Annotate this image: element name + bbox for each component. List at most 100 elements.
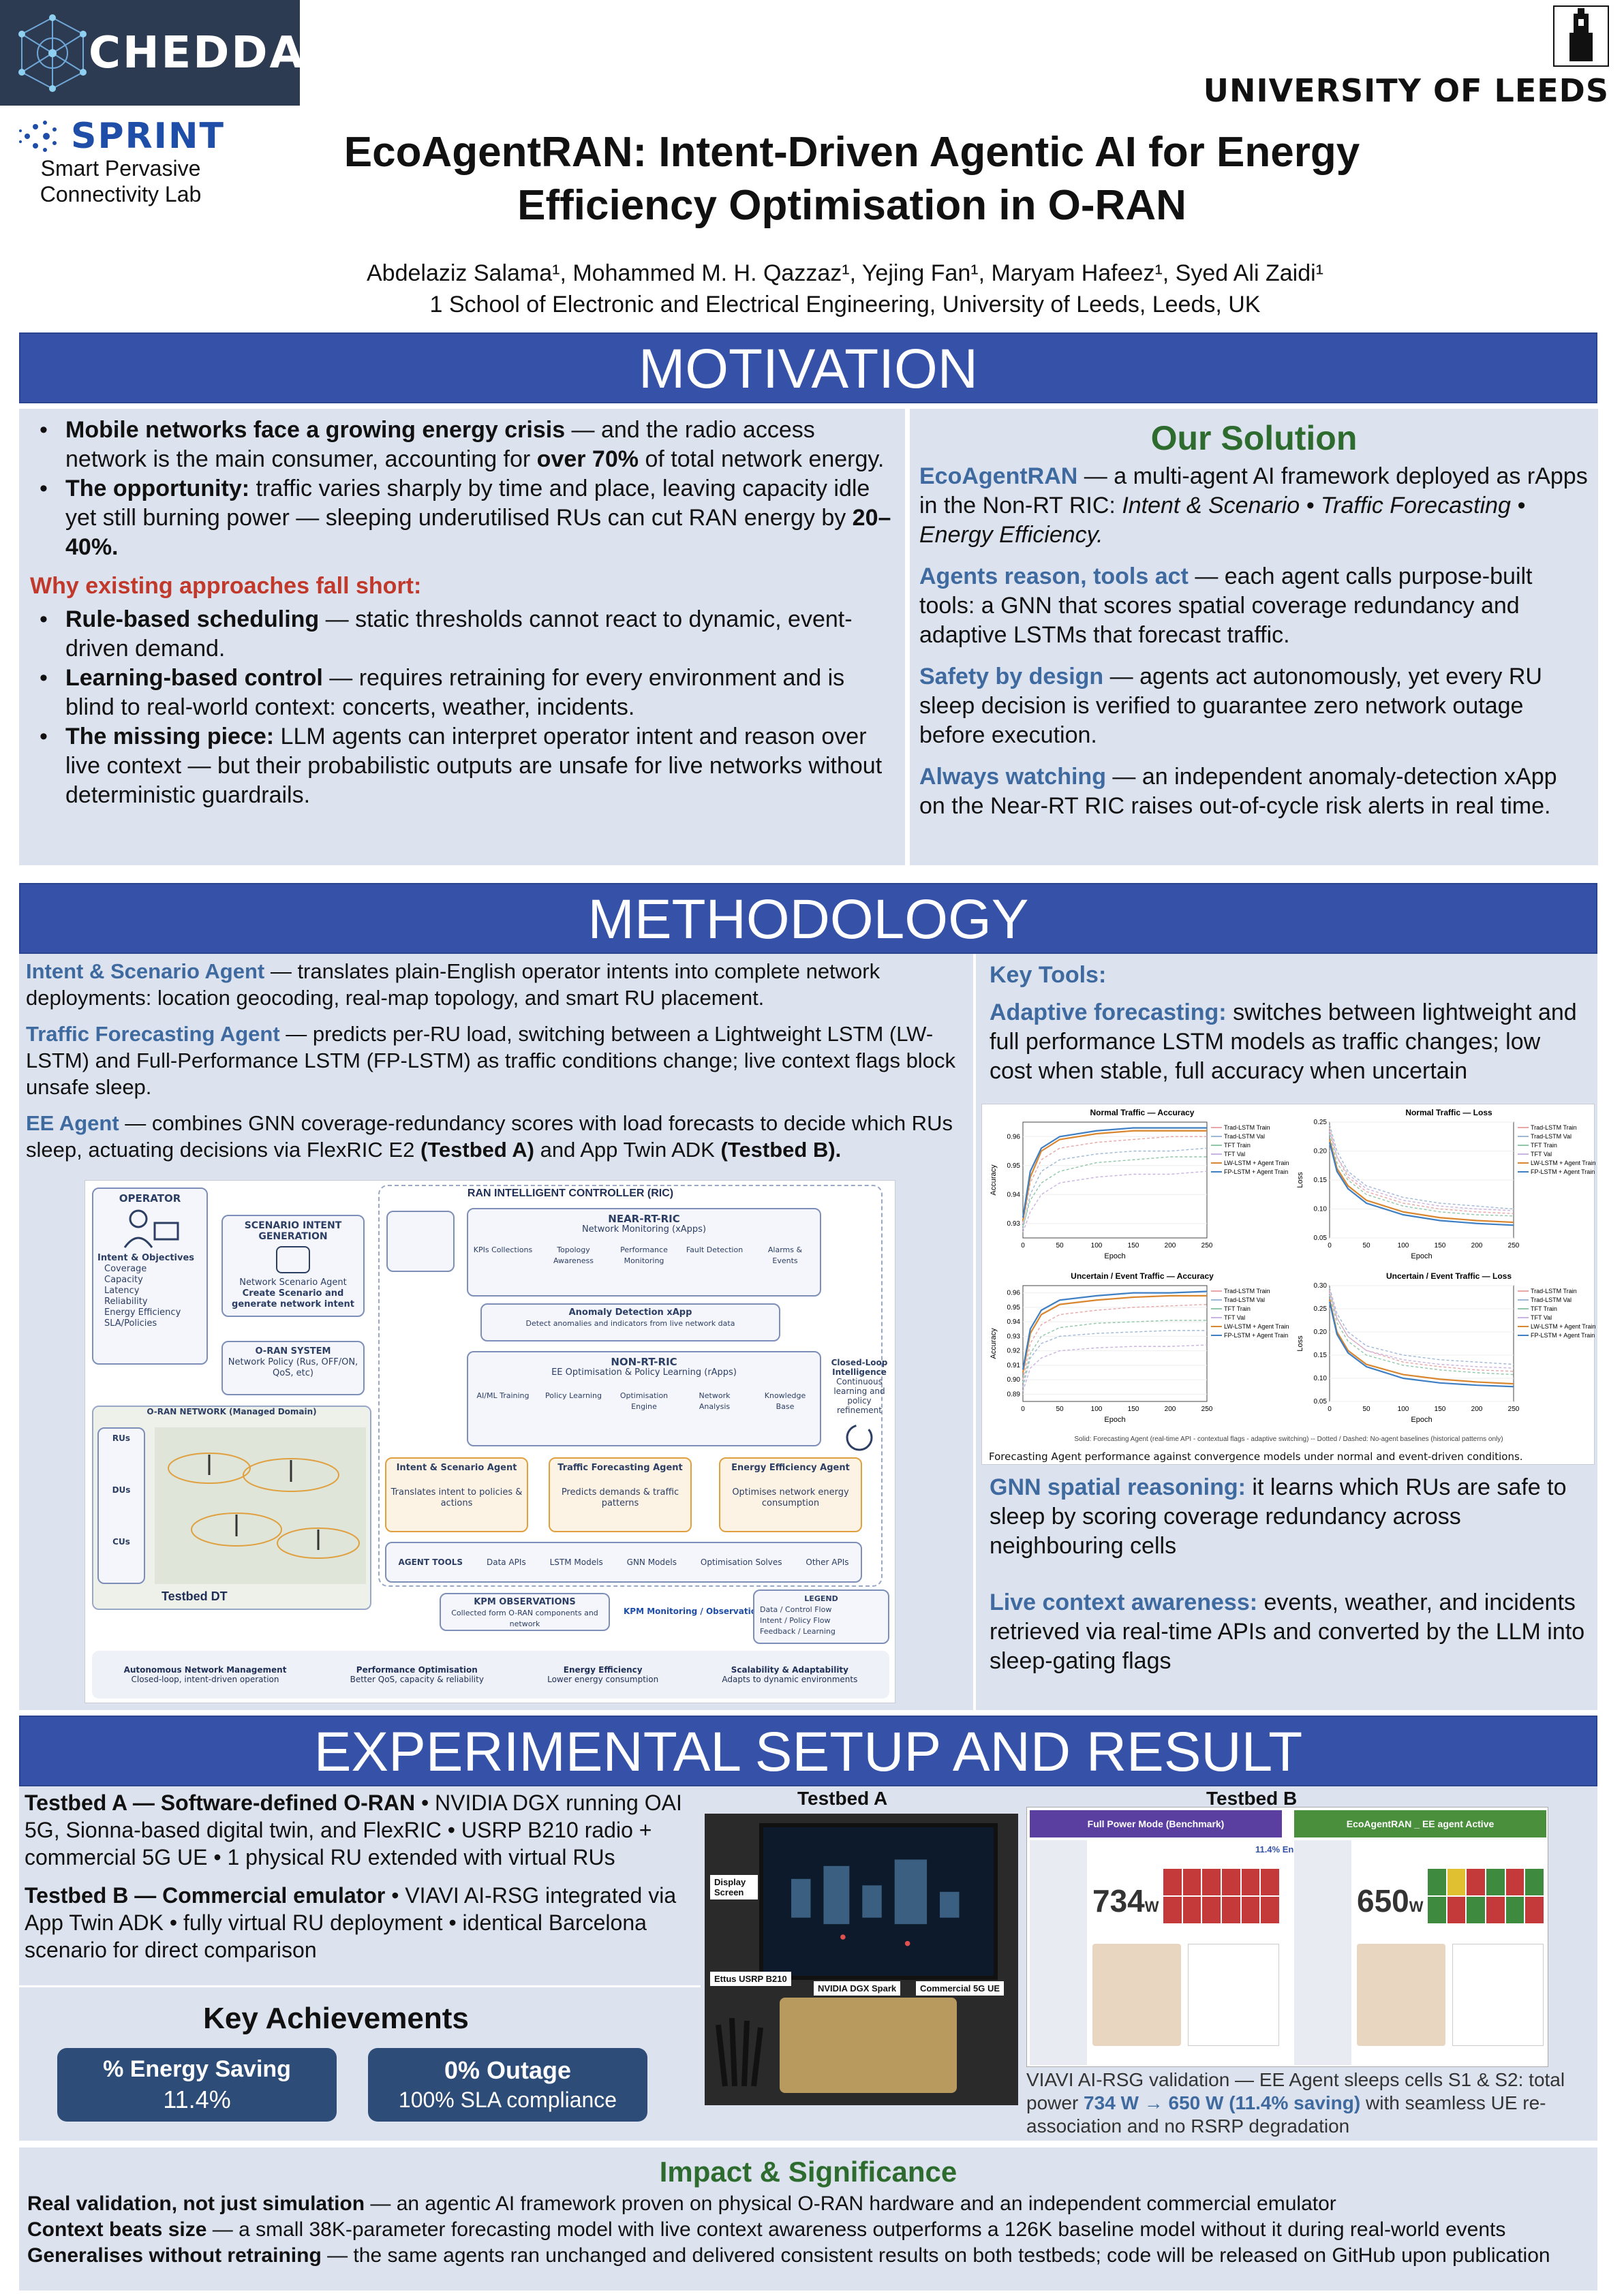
x-tick-label: 200 (1471, 1406, 1483, 1413)
legend-label: Trad-LSTM Val (1224, 1133, 1265, 1140)
x-tick-label: 100 (1091, 1242, 1103, 1250)
legend-label: LW-LSTM + Agent Train (1531, 1160, 1595, 1166)
testbed-b-desc: Testbed B — Commercial emulator • VIAVI … (25, 1883, 677, 1962)
series-line (1328, 1142, 1514, 1226)
viavi-graph-full (1188, 1944, 1279, 2046)
methodology-banner: METHODOLOGY (19, 883, 1597, 954)
x-tick-label: 0 (1328, 1242, 1332, 1250)
cheddar-logo: CHEDDAR (0, 0, 339, 106)
energy-saving-card: % Energy Saving 11.4% (57, 2048, 337, 2122)
series-line (1022, 1130, 1207, 1221)
viavi-sidebar-left (1030, 1840, 1087, 2065)
y-tick-label: 0.05 (1314, 1235, 1328, 1242)
our-solution-title: Our Solution (1150, 419, 1358, 457)
y-tick-label: 0.94 (1007, 1318, 1021, 1326)
legend-label: TFT Val (1224, 1151, 1245, 1158)
series-line (1329, 1292, 1514, 1369)
x-tick-label: 150 (1435, 1406, 1446, 1413)
viavi-cells-eco (1428, 1869, 1544, 1923)
anomaly-xapp-box: Anomaly Detection xApp Detect anomalies … (480, 1303, 780, 1341)
oran-network-box: O-RAN NETWORK (Managed Domain) RUs DUs C… (92, 1406, 371, 1610)
x-axis-label: Epoch (1104, 1416, 1125, 1424)
legend-label: TFT Train (1224, 1142, 1251, 1149)
y-axis-label: Accuracy (990, 1328, 998, 1359)
y-tick-label: 0.05 (1314, 1398, 1328, 1406)
series-line (1329, 1133, 1514, 1217)
impact-context: Context beats size — a small 38K-paramet… (27, 2218, 1506, 2241)
legend-label: LW-LSTM + Agent Train (1224, 1160, 1289, 1166)
y-tick-label: 0.92 (1007, 1348, 1021, 1355)
x-tick-label: 100 (1398, 1406, 1409, 1413)
sprint-logo: SPRINT Smart Pervasive Connectivity Lab (15, 117, 224, 207)
series-line (1022, 1294, 1207, 1373)
series-line (1329, 1125, 1514, 1210)
method-intent-agent: Intent & Scenario Agent — translates pla… (26, 959, 880, 1010)
viavi-650: 650W (1357, 1883, 1424, 1919)
near-rt-ric-box: NEAR-RT-RIC Network Monitoring (xApps) K… (467, 1208, 821, 1297)
x-axis-label: Epoch (1411, 1252, 1432, 1260)
map-with-towers (155, 1427, 366, 1584)
digital-twin-render (791, 1859, 960, 1946)
label-5g-ue: Commercial 5G UE (916, 1981, 1005, 1996)
series-line (1022, 1330, 1207, 1387)
chart-title: Uncertain / Event Traffic — Accuracy (1071, 1271, 1214, 1281)
viavi-eco-header: EcoAgentRAN _ EE agent Active (1294, 1810, 1546, 1837)
key-tools-title: Key Tools: (990, 962, 1107, 988)
series-line (1328, 1139, 1514, 1224)
series-line (1022, 1147, 1208, 1230)
x-tick-label: 150 (1128, 1406, 1139, 1413)
series-line (1329, 1288, 1514, 1365)
sprint-subtitle-1: Smart Pervasive (40, 156, 201, 181)
label-usrp: Ettus USRP B210 (710, 1972, 791, 1986)
legend-label: TFT Val (1531, 1314, 1552, 1321)
motivation-panel: Mobile networks face a growing energy cr… (19, 409, 905, 865)
bullet-opportunity: The opportunity: traffic varies sharply … (30, 474, 894, 562)
shortfall-bullets: Rule-based scheduling — static threshold… (30, 605, 894, 810)
usrp-antennas (711, 2017, 766, 2093)
x-tick-label: 150 (1128, 1242, 1139, 1250)
x-tick-label: 250 (1508, 1242, 1520, 1250)
y-tick-label: 0.93 (1007, 1333, 1021, 1340)
legend-label: FP-LSTM + Agent Train (1531, 1168, 1595, 1175)
leeds-tower-icon (1553, 5, 1609, 67)
y-axis-label: Loss (1296, 1172, 1304, 1188)
legend-label: Trad-LSTM Train (1224, 1288, 1270, 1294)
y-tick-label: 0.93 (1007, 1220, 1021, 1228)
x-tick-label: 0 (1021, 1406, 1025, 1413)
viavi-cells-full (1163, 1869, 1279, 1923)
series-line (1022, 1127, 1207, 1218)
kpm-observations-box: KPM OBSERVATIONS Collected form O-RAN co… (440, 1593, 610, 1631)
y-tick-label: 0.15 (1314, 1352, 1328, 1359)
motivation-bullets: Mobile networks face a growing energy cr… (30, 416, 894, 562)
ric-title: RAN INTELLIGENT CONTROLLER (RIC) (467, 1188, 674, 1199)
architecture-diagram: RAN INTELLIGENT CONTROLLER (RIC) OPERATO… (85, 1180, 895, 1703)
leeds-logo: UNIVERSITY OF LEEDS (1204, 5, 1609, 109)
x-tick-label: 50 (1056, 1406, 1064, 1413)
series-line (1328, 1299, 1514, 1385)
chart-title: Normal Traffic — Loss (1405, 1108, 1492, 1117)
testbed-a-desc: Testbed A — Software-defined O-RAN • NVI… (25, 1790, 682, 1870)
y-tick-label: 0.30 (1314, 1282, 1328, 1290)
authors: Abdelaziz Salama¹, Mohammed M. H. Qazzaz… (367, 260, 1323, 286)
impact-panel: Impact & Significance Real validation, n… (19, 2147, 1597, 2291)
legend-label: TFT Train (1531, 1305, 1557, 1312)
x-axis-label: Epoch (1411, 1416, 1432, 1424)
divider (19, 1985, 701, 1987)
impact-title: Impact & Significance (659, 2156, 957, 2188)
viavi-map-full (1092, 1944, 1181, 2046)
x-tick-label: 0 (1021, 1242, 1025, 1250)
series-line (1022, 1344, 1208, 1392)
solution-always-watching: Always watching — an independent anomaly… (919, 764, 1557, 819)
testbed-b-caption: VIAVI AI-RSG validation — EE Agent sleep… (1026, 2069, 1565, 2137)
viavi-sidebar-right (1294, 1840, 1351, 2065)
motivation-banner: MOTIVATION (19, 332, 1597, 403)
ric-boundary (378, 1185, 883, 1587)
